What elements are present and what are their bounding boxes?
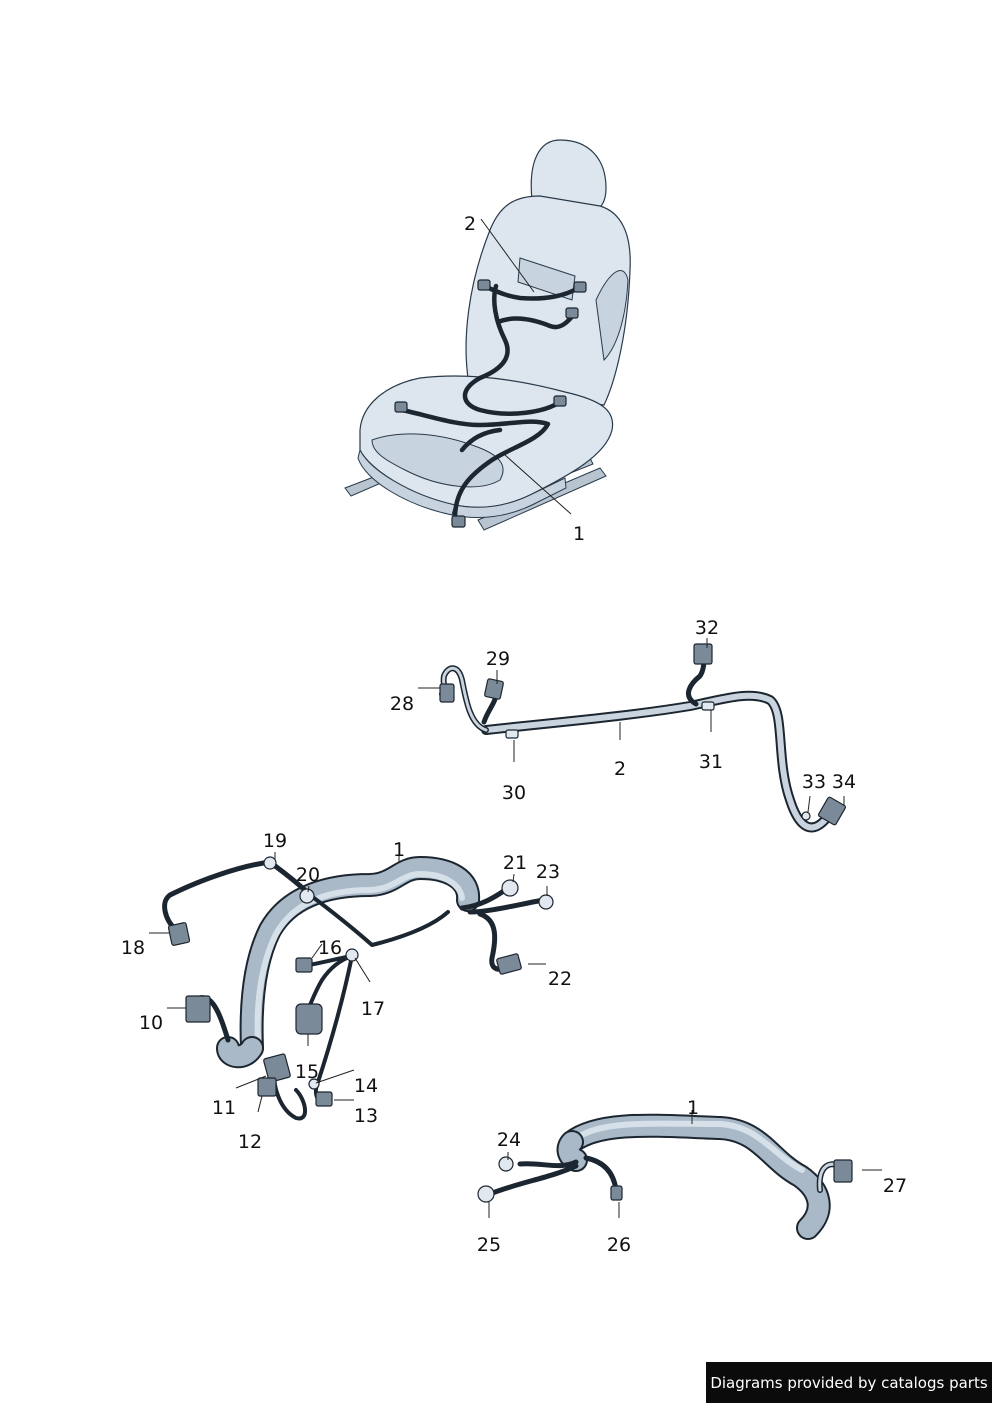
callout-11: 11	[212, 1097, 236, 1119]
callout-24: 24	[497, 1129, 521, 1151]
callout-2-seat: 2	[464, 213, 476, 235]
callout-18: 18	[121, 937, 145, 959]
callout-15: 15	[295, 1061, 319, 1083]
callout-10: 10	[139, 1012, 163, 1034]
callout-28: 28	[390, 693, 414, 715]
seat-illustration	[344, 139, 631, 531]
callout-21: 21	[503, 852, 527, 874]
callout-12: 12	[238, 1131, 262, 1153]
callout-29: 29	[486, 648, 510, 670]
callout-2-harness: 2	[614, 758, 626, 780]
callout-16: 16	[318, 937, 342, 959]
callout-1-front: 1	[393, 839, 405, 861]
callout-33: 33	[802, 771, 826, 793]
callout-26: 26	[607, 1234, 631, 1256]
callout-25: 25	[477, 1234, 501, 1256]
callout-labels: 1 2 28 29 30 2 31 32 33 34 19 20 1 21 23…	[121, 213, 907, 1256]
callout-22: 22	[548, 968, 572, 990]
callout-13: 13	[354, 1105, 378, 1127]
harness-part-1-front	[162, 856, 554, 1121]
credit-text: Diagrams provided by catalogs parts	[710, 1373, 988, 1392]
harness-part-2	[439, 643, 847, 833]
callout-20: 20	[296, 864, 320, 886]
credit-banner: Diagrams provided by catalogs parts	[706, 1362, 992, 1403]
leader-lines	[149, 218, 882, 1218]
callout-27: 27	[883, 1175, 907, 1197]
callout-30: 30	[502, 782, 526, 804]
callout-1-rear: 1	[687, 1097, 699, 1119]
callout-34: 34	[832, 771, 856, 793]
callout-31: 31	[699, 751, 723, 773]
callout-17: 17	[361, 998, 385, 1020]
seat-wiring	[394, 279, 587, 528]
callout-14: 14	[354, 1075, 378, 1097]
callout-23: 23	[536, 861, 560, 883]
callout-32: 32	[695, 617, 719, 639]
callout-19: 19	[263, 830, 287, 852]
callout-1-seat: 1	[573, 523, 585, 545]
harness-part-1-rear	[477, 1113, 853, 1240]
